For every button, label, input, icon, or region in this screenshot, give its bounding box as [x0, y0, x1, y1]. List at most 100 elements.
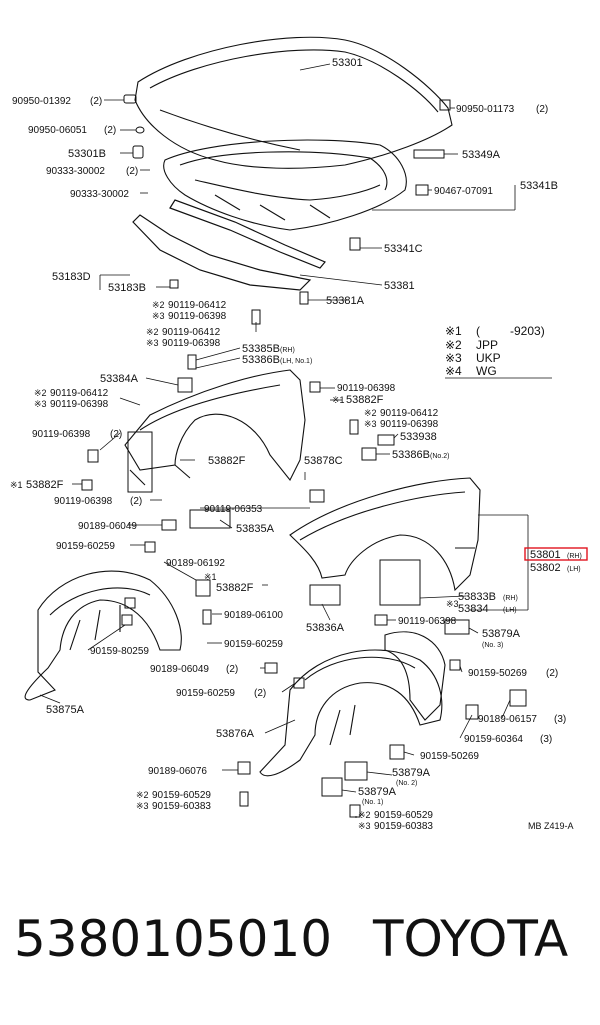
label-screw-c: 90159-60259: [224, 639, 283, 650]
legend-mark-1: ※1: [445, 324, 462, 338]
label-bolt-a-m3: 90119-06398: [168, 311, 227, 322]
label-shield-c-no: (No. 1): [362, 799, 383, 806]
label-cover-lh-tag: (LH): [503, 607, 517, 614]
label-lh-bracket: 53386B: [242, 354, 280, 366]
label-mark-h2: ※2: [136, 790, 149, 800]
label-bolt-a-m2: 90119-06412: [168, 300, 227, 311]
label-bolt-b-m2: 90119-06412: [162, 327, 221, 338]
label-mark-a2: ※2: [152, 300, 165, 310]
label-mark-i3: ※3: [358, 821, 371, 831]
label-seal-left: 53882F: [26, 479, 64, 491]
fender-liner-right[interactable]: [384, 631, 446, 721]
label-bolt-right-m2: 90119-06412: [380, 408, 439, 419]
label-screw-h-m2: 90159-60529: [152, 790, 211, 801]
label-screw-e-qty: (2): [546, 668, 558, 679]
fender-left[interactable]: [124, 369, 306, 486]
label-mark-mid: ※1: [332, 395, 345, 405]
label-screw-hood: 90467-07091: [434, 186, 493, 197]
label-screw-i-m2: 90159-60529: [374, 810, 433, 821]
label-stopper: 53341C: [384, 243, 423, 255]
legend: ※1 ( -9203) ※2 JPP ※3 UKP ※4 WG: [445, 324, 552, 379]
hood-panel[interactable]: [134, 36, 453, 169]
label-shield-b-no: (No. 2): [396, 780, 417, 787]
label-protector-a: 533938: [400, 431, 437, 443]
label-clip-left-1: 90189-06049: [78, 521, 137, 532]
label-screw-i-m3: 90159-60383: [374, 821, 433, 832]
label-fender-bracket: 53384A: [100, 373, 139, 385]
legend-text-2: JPP: [476, 338, 498, 352]
label-clip-f: 90189-06076: [148, 766, 207, 777]
label-clip-a-qty: (2): [126, 166, 138, 177]
label-cushion: 53301B: [68, 148, 106, 160]
label-clip-left-2: 90189-06192: [166, 558, 225, 569]
legend-mark-4: ※4: [445, 364, 462, 378]
label-clip-a: 90333-30002: [46, 166, 105, 177]
label-mark-i2: ※2: [358, 810, 371, 820]
label-mark-c2: ※2: [34, 388, 47, 398]
label-bolt-c-m3: 90119-06398: [50, 399, 109, 410]
label-bolt-cover: 90119-06398: [398, 616, 457, 627]
label-shield-b: 53879A: [392, 767, 431, 779]
hood-seal-long[interactable]: [132, 199, 326, 291]
label-cover-rh-tag: (RH): [503, 595, 518, 602]
label-clip-e: 90189-06157: [478, 714, 537, 725]
label-clip-d: 90189-06049: [150, 664, 209, 675]
label-lh-tag: (LH, No.1): [280, 358, 312, 365]
label-cover-rh: 53833B: [458, 591, 496, 603]
legend-mark-2: ※2: [445, 338, 462, 352]
label-screw-f-qty: (3): [540, 734, 552, 745]
label-bolt-right-m3: 90119-06398: [380, 419, 439, 430]
label-seal-outer: 53183D: [52, 271, 91, 283]
label-mark-left: ※1: [10, 480, 23, 490]
label-grommet-right: 90950-01173: [456, 104, 515, 115]
label-seal-lower: 53882F: [216, 582, 254, 594]
fender-liner-center[interactable]: [259, 649, 443, 777]
label-grommet-left-qty: (2): [90, 96, 102, 107]
label-bolt-right-1: 90119-06398: [337, 383, 396, 394]
label-screw-left-1: 90159-60259: [56, 541, 115, 552]
label-plug-left: 90950-06051: [28, 125, 87, 136]
label-liner-center: 53876A: [216, 728, 255, 740]
label-bolt-left-3: 90119-06398: [54, 496, 113, 507]
fender-liner-left[interactable]: [24, 570, 182, 701]
label-screw-e: 90159-50269: [468, 668, 527, 679]
hood-insulator[interactable]: [163, 139, 407, 231]
brand-name: TOYOTA: [373, 910, 569, 968]
label-fender-rh: 53801: [530, 549, 561, 561]
label-grommet-left: 90950-01392: [12, 96, 71, 107]
label-cover-lh: 53834: [458, 603, 489, 615]
label-grommet-right-qty: (2): [536, 104, 548, 115]
label-clip-e-qty: (3): [554, 714, 566, 725]
label-insulator: 53341B: [520, 180, 558, 192]
label-screw-d-qty: (2): [254, 688, 266, 699]
label-hinge-bracket: 53349A: [462, 149, 501, 161]
label-clip-c: 90189-06100: [224, 610, 283, 621]
label-bolt-c-m2: 90119-06412: [50, 388, 109, 399]
legend-text-3: UKP: [476, 351, 501, 365]
label-fender-rh-tag: (RH): [567, 553, 582, 560]
highlight-box: [524, 547, 588, 561]
label-seal-mid: 53882F: [346, 394, 384, 406]
label-screw-g: 90159-50269: [420, 751, 479, 762]
callout-labels: 53301 90950-01392 (2) 90950-01173 (2) 90…: [10, 57, 582, 832]
label-screw-d: 90159-60259: [176, 688, 235, 699]
label-seal-front: 53381: [384, 280, 415, 292]
label-rh-tag: (RH): [280, 347, 295, 354]
label-mark-b2: ※2: [146, 327, 159, 337]
label-fender-lh-tag: (LH): [567, 566, 581, 573]
label-bolt-center: 90119-06353: [204, 504, 263, 515]
label-screw-h-m3: 90159-60383: [152, 801, 211, 812]
footer: 5380105010 TOYOTA: [0, 900, 600, 990]
label-screw-liner: 90159-80259: [90, 646, 149, 657]
label-seal-front-a: 53381A: [326, 295, 365, 307]
label-figure-code: MB Z419-A: [528, 821, 574, 831]
legend-text-1: (: [476, 324, 480, 338]
label-mark-r3: ※3: [364, 419, 377, 429]
label-clip-b: 90333-30002: [70, 189, 129, 200]
label-mark-a3: ※3: [152, 311, 165, 321]
label-mark-c3: ※3: [34, 399, 47, 409]
label-mark-h3: ※3: [136, 801, 149, 811]
leader-lines: [39, 63, 529, 818]
label-hood: 53301: [332, 57, 363, 69]
fender-right[interactable]: [289, 477, 481, 592]
